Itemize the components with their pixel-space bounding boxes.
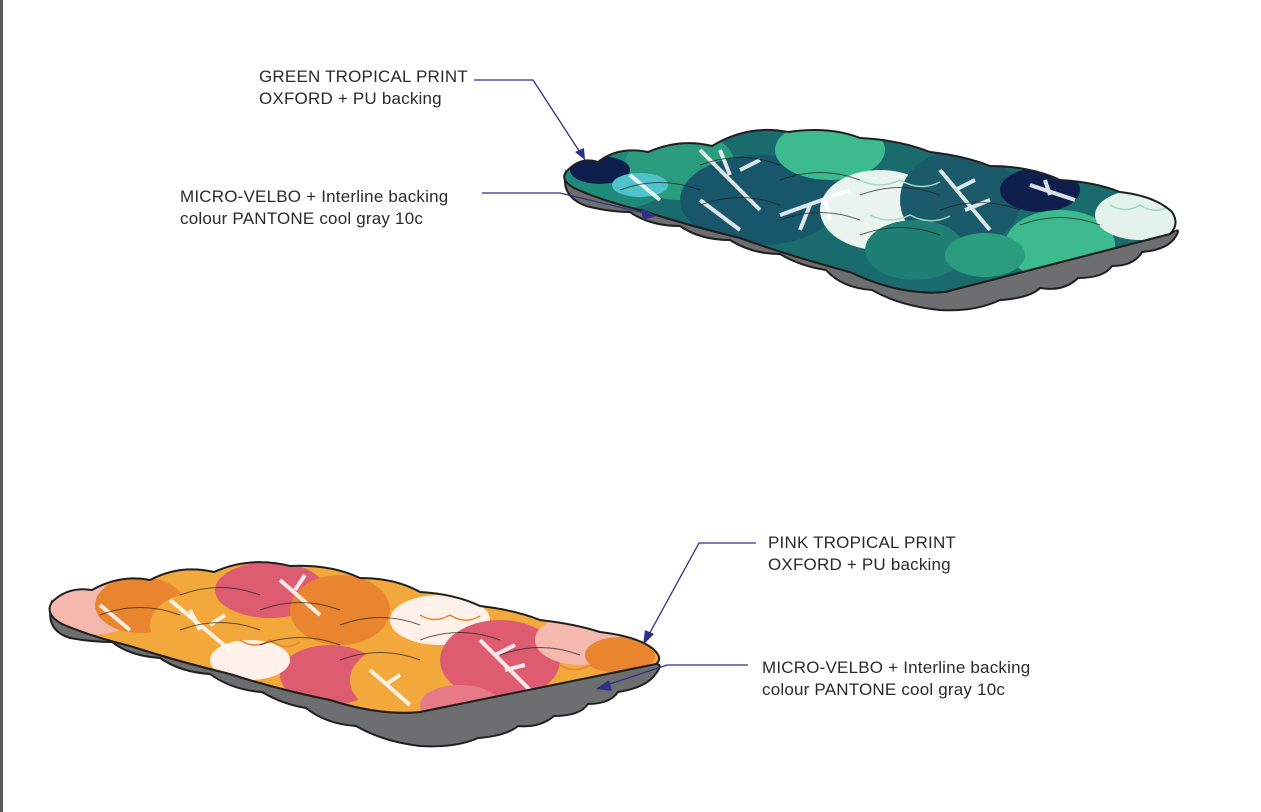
green-backing-callout: MICRO-VELBO + Interline backing colour P… [180, 186, 448, 230]
arrowhead-green-top [575, 148, 585, 160]
leader-line-pink-top [647, 543, 756, 638]
leader-line-green-top [474, 80, 585, 160]
green-print-title: GREEN TROPICAL PRINT [259, 66, 468, 88]
green-backing-material: MICRO-VELBO + Interline backing [180, 186, 448, 208]
pink-backing-callout: MICRO-VELBO + Interline backing colour P… [762, 657, 1030, 701]
pink-print-title: PINK TROPICAL PRINT [768, 532, 956, 554]
pink-backing-material: MICRO-VELBO + Interline backing [762, 657, 1030, 679]
pink-cushion [30, 540, 690, 746]
pink-backing-colour: colour PANTONE cool gray 10c [762, 679, 1030, 701]
green-backing-colour: colour PANTONE cool gray 10c [180, 208, 448, 230]
pink-print-material: OXFORD + PU backing [768, 554, 956, 576]
arrowhead-pink-top [643, 630, 654, 645]
green-cushion [540, 110, 1200, 320]
green-print-callout: GREEN TROPICAL PRINT OXFORD + PU backing [259, 66, 468, 110]
green-print-material: OXFORD + PU backing [259, 88, 468, 110]
pink-print-callout: PINK TROPICAL PRINT OXFORD + PU backing [768, 532, 956, 576]
